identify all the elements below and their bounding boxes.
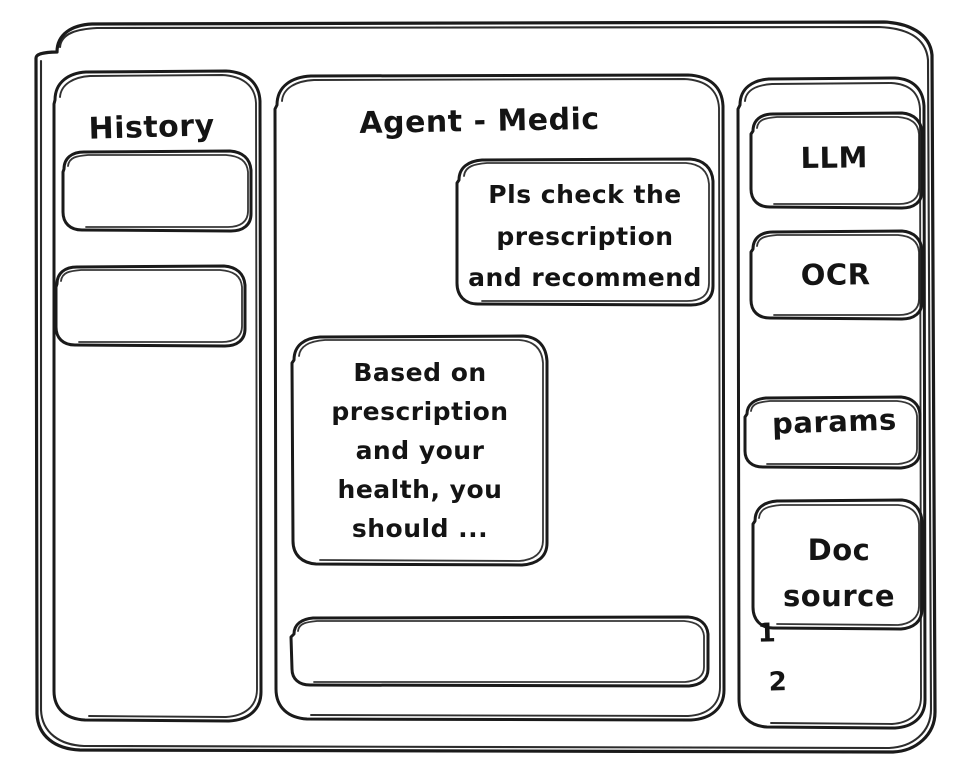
message-agent-line-2: prescription xyxy=(331,397,508,426)
message-user-line-2: prescription xyxy=(496,222,673,251)
message-user-line-3: and recommend xyxy=(468,263,702,292)
doc-source-line-1: Doc xyxy=(808,533,871,567)
message-bubble-agent: Based on prescription and your health, y… xyxy=(290,334,549,567)
main-panel xyxy=(273,73,726,722)
window-frame xyxy=(34,20,937,754)
doc-source-card[interactable]: Doc source xyxy=(751,498,924,631)
message-user-line-1: Pls check the xyxy=(488,180,681,209)
tool-chip-ocr[interactable]: OCR xyxy=(749,229,924,321)
doc-source-line-2: source xyxy=(783,579,895,613)
doc-list-item-2-marker: 2 xyxy=(768,667,787,697)
message-user-text: Pls check the prescription and recommend xyxy=(468,180,702,292)
message-agent-line-5: should ... xyxy=(352,514,488,543)
message-agent-line-3: and your xyxy=(356,436,485,465)
message-agent-text: Based on prescription and your health, y… xyxy=(331,358,508,543)
history-item-1[interactable] xyxy=(61,149,253,233)
tool-chip-ocr-label: OCR xyxy=(801,257,871,292)
agent-title-group: Agent - Medic xyxy=(359,102,600,141)
message-bubble-user: Pls check the prescription and recommend xyxy=(455,157,715,307)
message-agent-line-1: Based on xyxy=(353,358,486,387)
doc-source-text: Doc source xyxy=(783,533,895,613)
tools-panel xyxy=(736,76,927,730)
history-item-2[interactable] xyxy=(54,264,247,348)
page-title: Agent - Medic xyxy=(359,102,600,141)
tool-chip-params-label: params xyxy=(771,402,897,440)
history-title-group: History xyxy=(88,108,215,147)
tool-chip-llm-label: LLM xyxy=(800,140,868,175)
tool-chip-params[interactable]: params xyxy=(743,395,922,470)
history-panel xyxy=(52,69,263,723)
message-agent-line-4: health, you xyxy=(338,475,503,504)
doc-list-item-1[interactable]: 1 xyxy=(757,618,776,648)
doc-list-item-1-marker: 1 xyxy=(757,618,776,648)
history-title: History xyxy=(88,108,215,147)
doc-list: 1 2 xyxy=(757,618,787,697)
doc-list-item-2[interactable]: 2 xyxy=(768,667,787,697)
tool-chip-llm[interactable]: LLM xyxy=(749,111,924,210)
message-input[interactable] xyxy=(289,615,710,688)
